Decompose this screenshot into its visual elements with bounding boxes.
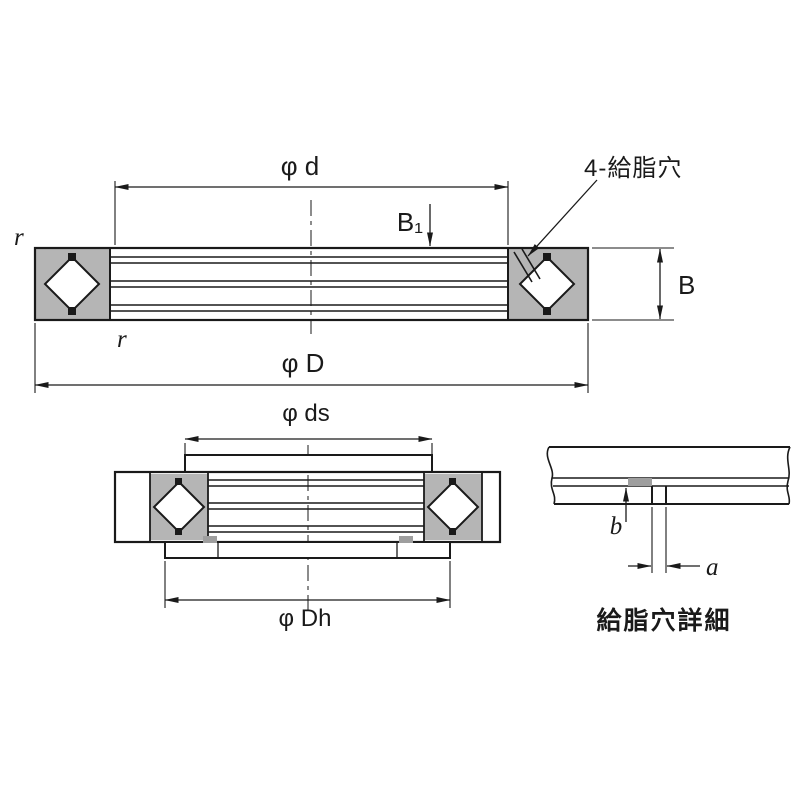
dimension-a <box>628 507 700 573</box>
detail-right-break-line <box>786 446 791 505</box>
mounted-block-edges <box>149 472 483 542</box>
phi-d-label: φ d <box>281 151 320 181</box>
grease-hole-lines <box>513 248 541 283</box>
housing-bottom-plate <box>164 541 451 559</box>
fillet-r-inner-label: r <box>117 326 127 353</box>
phi-D-label: φ D <box>282 348 325 378</box>
grease-passage-fill <box>628 478 652 486</box>
dimension-phi-D <box>34 323 589 393</box>
bottom-plate-grooves <box>203 536 413 543</box>
raceway-web-lines <box>110 256 508 312</box>
phi-Dh-label: φ Dh <box>279 605 332 632</box>
mounted-raceway-web-lines <box>208 479 424 533</box>
roller-corner-seals <box>68 253 551 315</box>
a-label: a <box>706 554 719 581</box>
dimension-phi-d <box>114 181 509 245</box>
B-width-label: B <box>678 270 695 300</box>
dimension-phi-Dh <box>164 561 451 608</box>
inner-ring-top-plate <box>184 454 433 473</box>
grease-hole-callout-label: 4-給脂穴 <box>584 155 682 182</box>
phi-ds-label: φ ds <box>282 400 330 427</box>
fillet-r-outer-label: r <box>14 224 24 251</box>
bottom-plate-steps <box>217 542 398 558</box>
grease-callout-leader <box>527 179 598 257</box>
top-section-view: φ d 4-給脂穴 B₁ r r B φ D <box>14 151 695 393</box>
dimension-B <box>592 247 674 321</box>
detail-caption: 給脂穴詳細 <box>596 606 731 635</box>
mounted-roller-corner-seals <box>175 478 456 535</box>
grease-hole-detail-view: b a 給脂穴詳細 <box>546 446 791 635</box>
b1-label: B₁ <box>397 207 423 237</box>
bearing-outline <box>33 246 590 322</box>
grease-hole-walls <box>651 486 667 504</box>
b-label: b <box>610 513 623 540</box>
mounted-section-view: φ ds φ Dh <box>113 400 502 632</box>
